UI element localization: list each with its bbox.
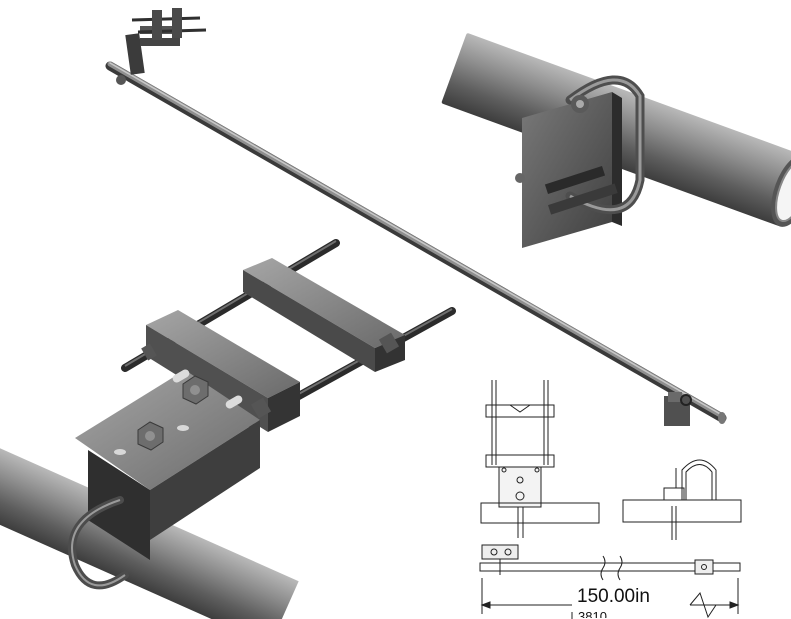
clamp-detail-bottom-left (0, 239, 456, 619)
hex-bolt (137, 421, 164, 451)
bottom-bracket-small (664, 392, 726, 426)
standoff-arm-overview (105, 8, 727, 426)
top-view (479, 544, 741, 619)
hex-bolt-upper (182, 375, 209, 405)
metric-length-label: 3810 (578, 609, 607, 618)
pipe-detail-top-right (441, 33, 791, 248)
side-view (622, 459, 742, 540)
front-view (480, 380, 600, 538)
overall-length-label: 150.00in (575, 586, 652, 608)
technical-drawing (479, 380, 742, 619)
top-clamp-small (116, 8, 207, 85)
